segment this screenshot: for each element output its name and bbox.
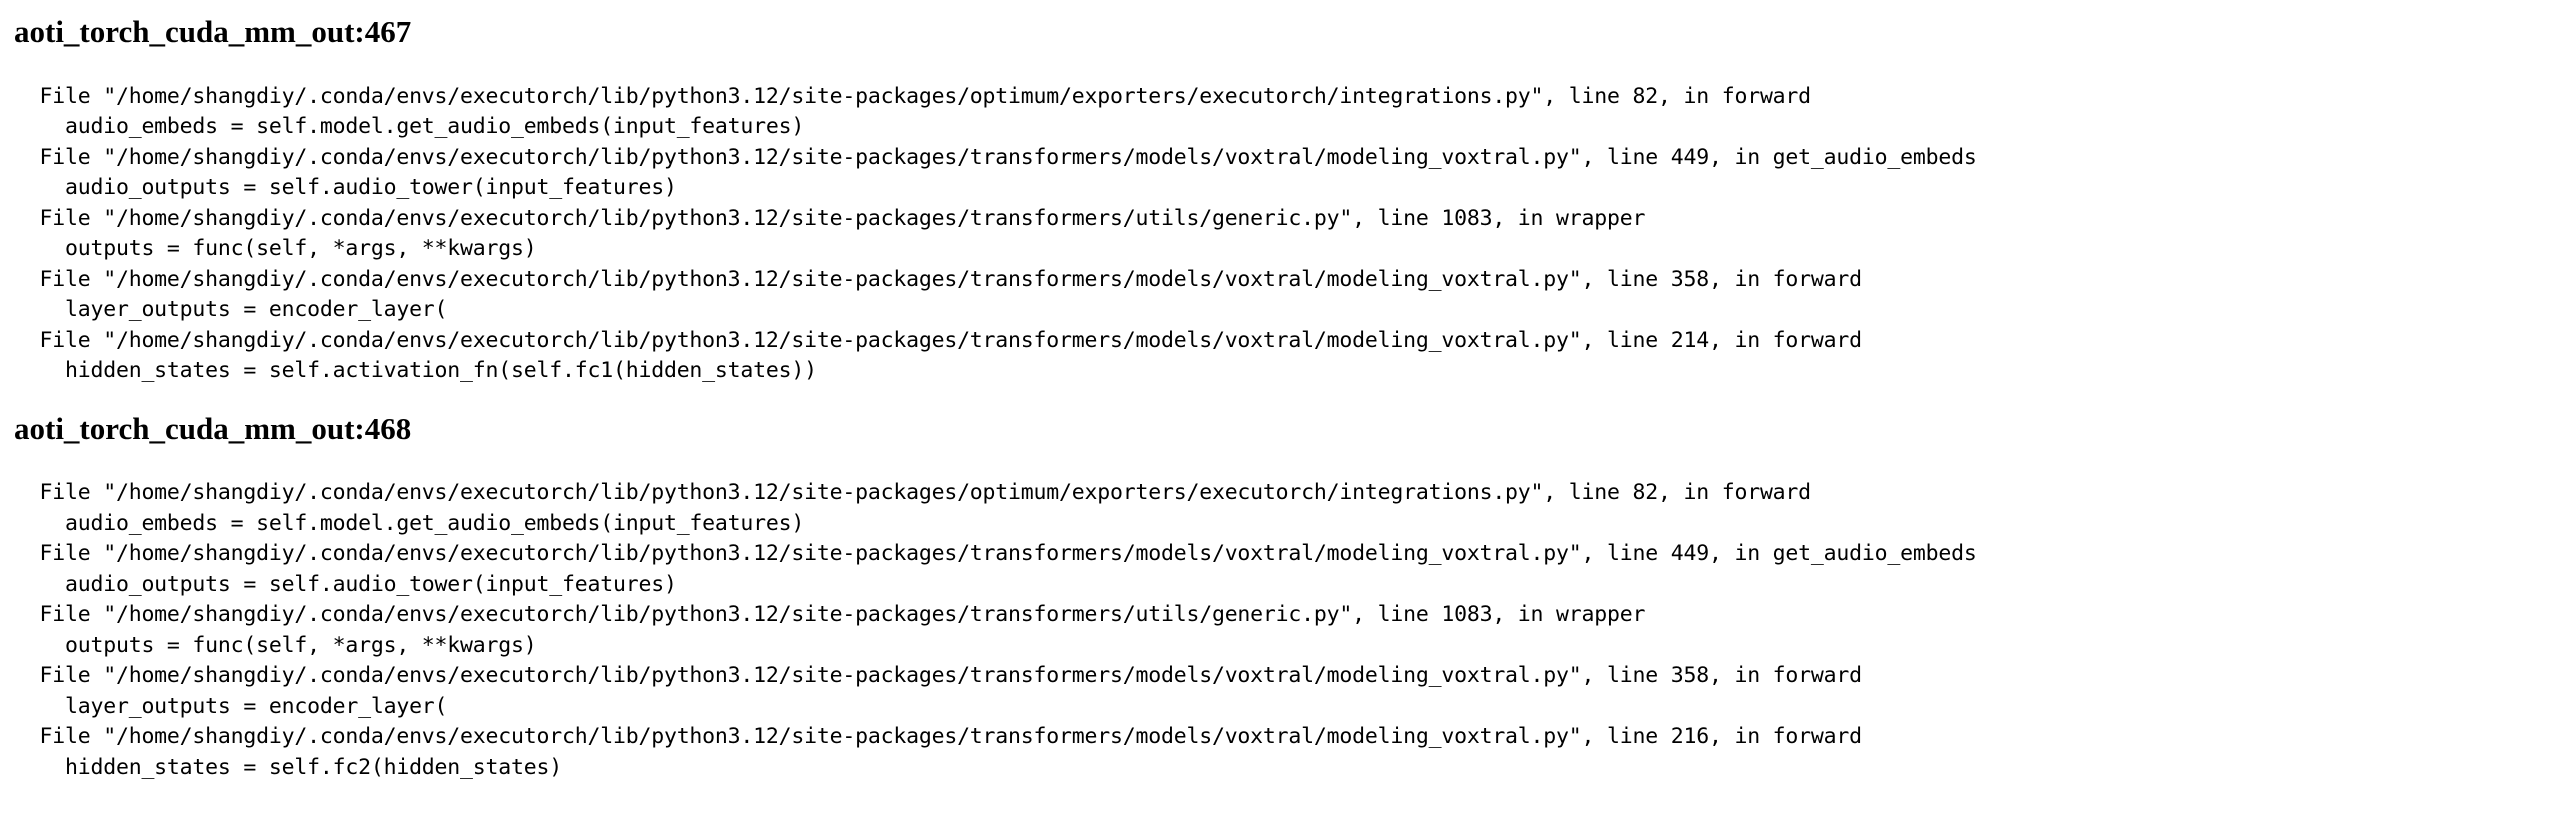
block-heading-467: aoti_torch_cuda_mm_out:467	[14, 14, 412, 49]
traceback-line: File "/home/shangdiy/.conda/envs/executo…	[14, 663, 1862, 689]
traceback-line: audio_outputs = self.audio_tower(input_f…	[14, 175, 677, 201]
traceback-line: hidden_states = self.activation_fn(self.…	[14, 358, 817, 384]
traceback-line: outputs = func(self, *args, **kwargs)	[14, 632, 537, 658]
traceback-line: File "/home/shangdiy/.conda/envs/executo…	[14, 327, 1862, 353]
traceback-line: layer_outputs = encoder_layer(	[14, 693, 448, 719]
traceback-line: File "/home/shangdiy/.conda/envs/executo…	[14, 144, 1977, 170]
traceback-line: audio_embeds = self.model.get_audio_embe…	[14, 510, 805, 536]
traceback-line: layer_outputs = encoder_layer(	[14, 297, 448, 323]
traceback-line: File "/home/shangdiy/.conda/envs/executo…	[14, 205, 1646, 231]
traceback-line: File "/home/shangdiy/.conda/envs/executo…	[14, 266, 1862, 292]
traceback-line: audio_outputs = self.audio_tower(input_f…	[14, 571, 677, 597]
heading-spacer	[14, 49, 2552, 82]
traceback-line: File "/home/shangdiy/.conda/envs/executo…	[14, 724, 1862, 750]
traceback-line: File "/home/shangdiy/.conda/envs/executo…	[14, 602, 1646, 628]
traceback-block: aoti_torch_cuda_mm_out:468 File "/home/s…	[14, 410, 2552, 784]
heading-spacer	[14, 445, 2552, 478]
block-heading-468: aoti_torch_cuda_mm_out:468	[14, 410, 412, 446]
traceback-line: outputs = func(self, *args, **kwargs)	[14, 236, 537, 262]
log-page: aoti_torch_cuda_mm_out:467 File "/home/s…	[14, 0, 2552, 784]
traceback-line: File "/home/shangdiy/.conda/envs/executo…	[14, 541, 1977, 567]
traceback-line: File "/home/shangdiy/.conda/envs/executo…	[14, 480, 1811, 506]
traceback-line: audio_embeds = self.model.get_audio_embe…	[14, 114, 805, 140]
block-spacer	[14, 387, 2552, 413]
traceback-text-468: File "/home/shangdiy/.conda/envs/executo…	[14, 478, 2552, 783]
traceback-line: hidden_states = self.fc2(hidden_states)	[14, 754, 562, 780]
traceback-text-467: File "/home/shangdiy/.conda/envs/executo…	[14, 82, 2552, 387]
traceback-line: File "/home/shangdiy/.conda/envs/executo…	[14, 83, 1811, 109]
traceback-block: aoti_torch_cuda_mm_out:467 File "/home/s…	[14, 0, 2552, 387]
